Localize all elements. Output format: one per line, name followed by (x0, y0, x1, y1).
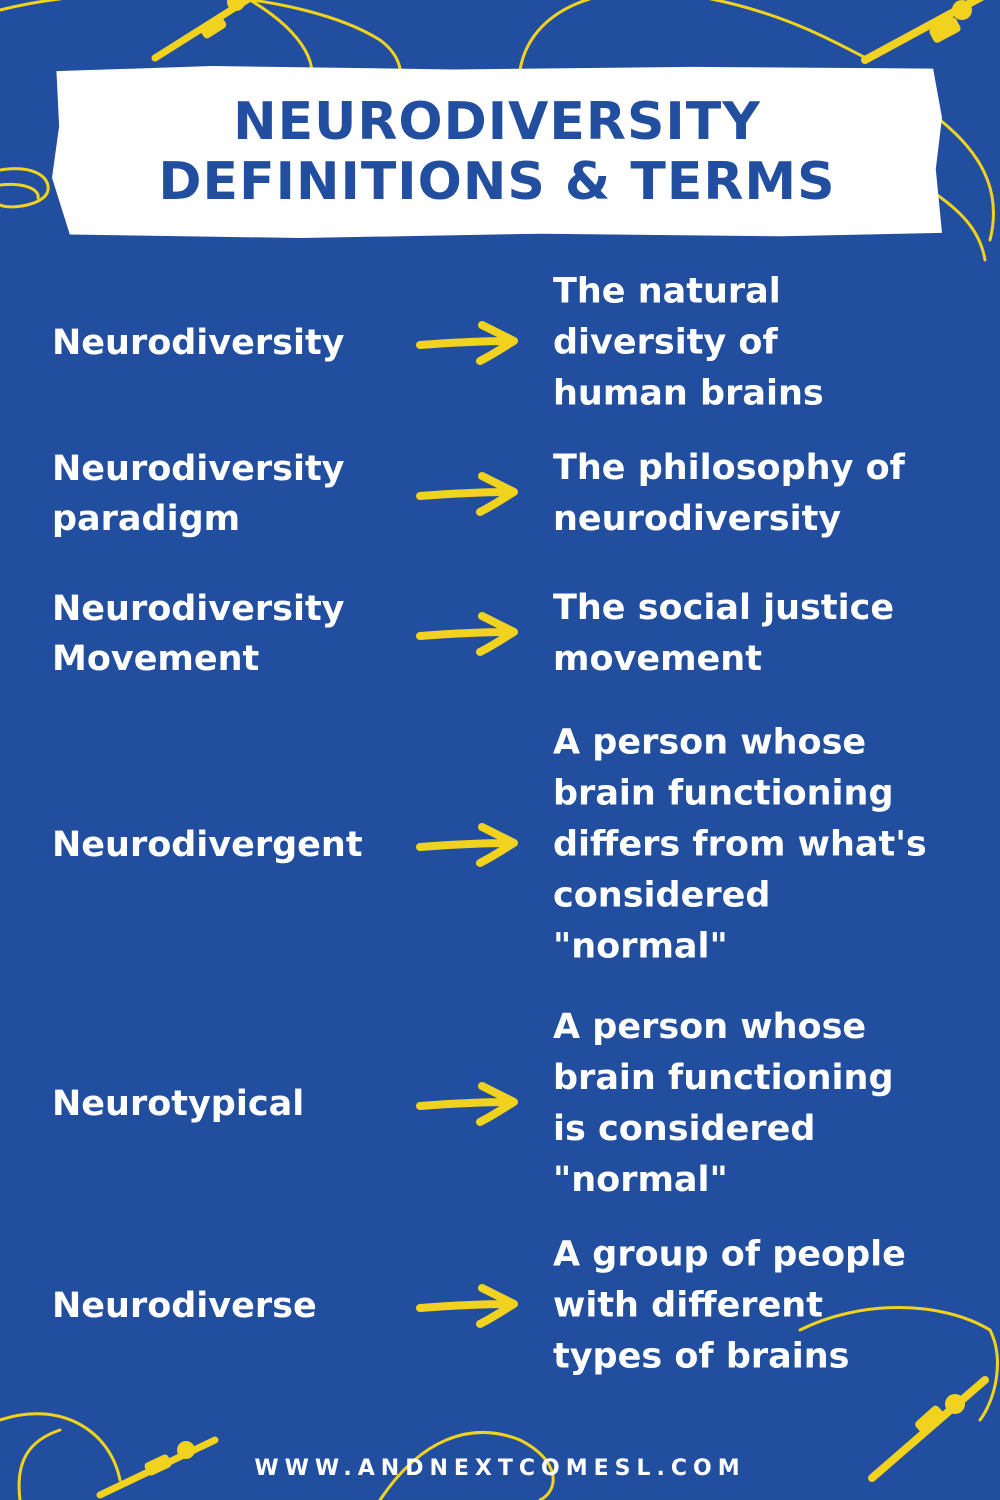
definition: A group of people with different types of … (553, 1230, 993, 1383)
definition-line: human brains (553, 373, 824, 414)
definition-line: The philosophy of (553, 448, 905, 488)
definition-line: diversity of (553, 322, 778, 363)
definition: The philosophy of neurodiversity (553, 443, 993, 545)
definition-line: A person whose (553, 722, 867, 763)
term-line: Neurotypical (52, 1084, 305, 1124)
definition: A person whose brain functioning differs f… (553, 718, 993, 973)
arrow-right-icon (416, 321, 518, 365)
term-line: Neurodiverse (52, 1286, 317, 1326)
definition-line: brain functioning (553, 1058, 894, 1098)
title-line-1: NEURODIVERSITY (233, 92, 761, 152)
term: Neurodiversity paradigm (52, 444, 412, 544)
fishing-rod-icon (151, 0, 254, 62)
term-line: Neurodiversity (52, 589, 345, 629)
term-line: Neurodiversity (52, 323, 345, 363)
term-line: paradigm (52, 499, 241, 539)
title-banner: NEURODIVERSITY DEFINITIONS & TERMS (52, 66, 942, 238)
term-line: Neurodivergent (52, 825, 363, 865)
definition-line: "normal" (553, 1160, 728, 1200)
arrow-right-icon (416, 612, 518, 656)
definition-line: is considered (553, 1109, 816, 1149)
definition-line: considered (553, 875, 771, 916)
definition-line: types of brains (553, 1336, 850, 1377)
term: Neurotypical (52, 1079, 412, 1129)
definition-line: The natural (553, 271, 781, 312)
definition: A person whose brain functioning is consid… (553, 1002, 993, 1206)
arrow-right-icon (416, 1082, 518, 1126)
definition-line: neurodiversity (553, 499, 842, 539)
arrow-right-icon (416, 472, 518, 516)
definition-line: movement (553, 639, 762, 679)
definition: The natural diversity of human brains (553, 267, 993, 420)
definition-line: A group of people (553, 1234, 906, 1275)
definition-line: with different (553, 1285, 823, 1326)
title-line-2: DEFINITIONS & TERMS (158, 152, 836, 212)
definition-line: "normal" (553, 926, 728, 967)
definition-line: A person whose (553, 1007, 867, 1047)
website-url: WWW.ANDNEXTCOMESL.COM (254, 1456, 746, 1481)
term-line: Neurodiversity (52, 449, 345, 489)
term: Neurodiversity (52, 318, 412, 368)
fishing-rod-icon (861, 0, 985, 64)
term-line: Movement (52, 639, 260, 679)
arrow-right-icon (416, 823, 518, 867)
definition: The social justice movement (553, 583, 993, 685)
definition-line: brain functioning (553, 773, 894, 814)
definition-line: The social justice (553, 588, 895, 628)
term: Neurodiverse (52, 1281, 412, 1331)
definition-line: differs from what's (553, 824, 927, 865)
term: Neurodivergent (52, 820, 412, 870)
arrow-right-icon (416, 1284, 518, 1328)
